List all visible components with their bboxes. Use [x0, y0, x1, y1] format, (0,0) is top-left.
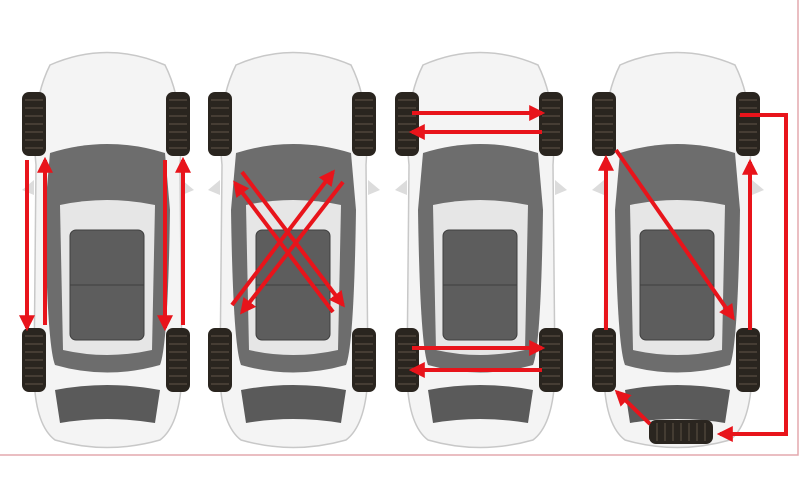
tire-rear-right — [735, 327, 761, 393]
arrow-icon — [240, 170, 345, 308]
arrow-icon — [233, 180, 335, 314]
tire-rear-left — [394, 327, 420, 393]
car-2 — [207, 51, 381, 449]
frame-line — [0, 0, 799, 456]
arrow-icon — [240, 180, 345, 315]
tire-rear-right — [165, 327, 191, 393]
car-4 — [591, 51, 765, 449]
car-1 — [21, 51, 195, 449]
tire-front-right — [351, 91, 377, 157]
arrow-icon — [716, 113, 788, 442]
tire-front-right — [538, 91, 564, 157]
tire-front-right — [735, 91, 761, 157]
arrow-icon — [230, 169, 335, 307]
tire-front-right — [165, 91, 191, 157]
tire-front-left — [591, 91, 617, 157]
tire-rear-right — [538, 327, 564, 393]
arrow-icon — [614, 389, 652, 426]
tire-front-left — [21, 91, 47, 157]
tire-rear-left — [21, 327, 47, 393]
tire-rear-left — [207, 327, 233, 393]
tire-rear-right — [351, 327, 377, 393]
tire-front-left — [207, 91, 233, 157]
tire-rear-left — [591, 327, 617, 393]
rotation-arrows — [19, 105, 788, 442]
tire-front-left — [394, 91, 420, 157]
arrow-icon — [614, 148, 735, 321]
spare-tire-icon — [648, 419, 714, 445]
